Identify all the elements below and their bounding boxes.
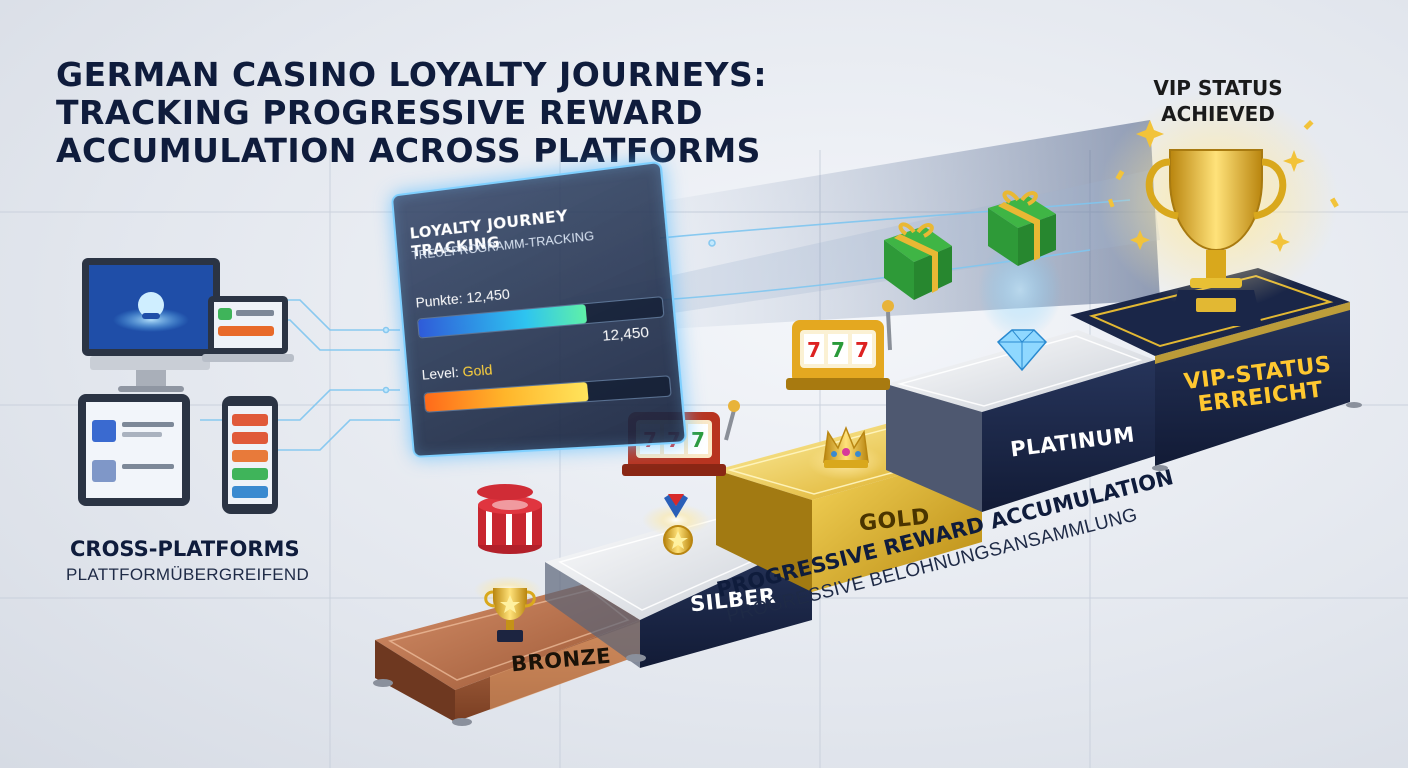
level-label: Level: Gold xyxy=(421,361,493,383)
title-line-2: TRACKING PROGRESSIVE REWARD xyxy=(56,93,704,132)
cross-platform-title: CROSS-PLATFORMS xyxy=(70,537,300,561)
sparkle-icon xyxy=(1108,119,1339,252)
monitor-icon xyxy=(82,258,220,392)
tracking-panel: LOYALTY JOURNEY TRACKING TREUEPROGRAMM-T… xyxy=(390,160,688,458)
crown-icon xyxy=(823,425,869,468)
level-value: Gold xyxy=(461,361,494,380)
points-value: 12,450 xyxy=(601,323,650,344)
vip-achieved-label: VIP STATUS ACHIEVED xyxy=(1140,75,1296,127)
laptop-icon xyxy=(202,296,294,362)
svg-text:7: 7 xyxy=(831,338,845,362)
svg-text:7: 7 xyxy=(691,428,705,452)
svg-text:7: 7 xyxy=(855,338,869,362)
data-lines xyxy=(200,199,1131,451)
gift-icon-platinum xyxy=(988,190,1056,266)
page-title: GERMAN CASINO LOYALTY JOURNEYS: TRACKING… xyxy=(56,56,767,170)
trophy-icon xyxy=(484,588,536,642)
tablet-icon xyxy=(78,394,190,506)
gift-icon xyxy=(884,222,952,300)
chip-stack-icon xyxy=(477,484,542,554)
gold-cup-icon xyxy=(1145,149,1287,326)
phone-icon xyxy=(222,396,278,514)
slot-machine-icon-gold: 7 7 7 xyxy=(786,300,894,390)
platinum-step xyxy=(886,330,1155,512)
vip-achieved-line-2: ACHIEVED xyxy=(1161,102,1275,126)
vip-achieved-line-1: VIP STATUS xyxy=(1153,76,1283,100)
svg-text:7: 7 xyxy=(807,338,821,362)
title-line-1: GERMAN CASINO LOYALTY JOURNEYS: xyxy=(56,55,768,94)
diamond-icon xyxy=(996,329,1048,372)
points-progress-fill xyxy=(418,304,587,338)
points-label: Punkte: 12,450 xyxy=(414,285,511,311)
cross-platform-subtitle: PLATTFORMÜBERGREIFEND xyxy=(66,565,310,584)
level-prefix: Level: xyxy=(421,363,460,383)
medal-icon xyxy=(663,494,693,555)
level-progress-bar xyxy=(423,375,672,413)
level-progress-fill xyxy=(424,382,589,412)
